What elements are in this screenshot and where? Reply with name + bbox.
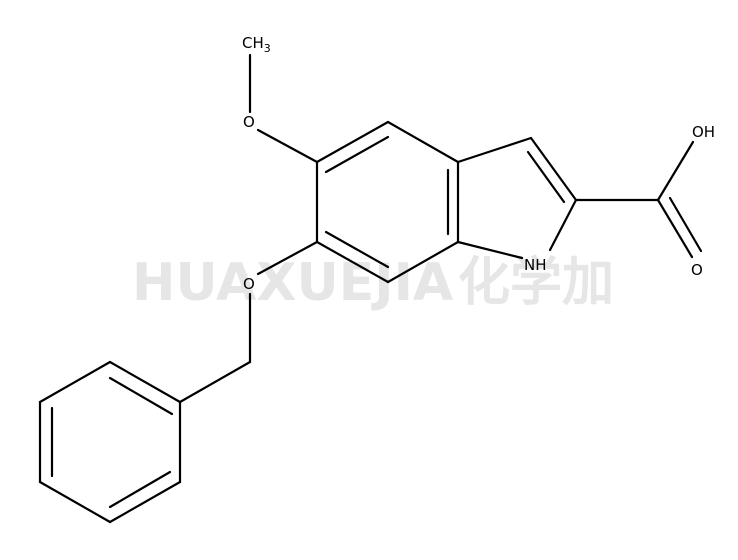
bond-ph-4 [38, 480, 112, 524]
bond-c7a-c7 [386, 240, 460, 284]
watermark-text: HUAXUEJIA [132, 253, 453, 313]
bonds [38, 53, 703, 524]
bond-n1-c7a [456, 240, 524, 260]
bond-ph-1-inner [108, 376, 174, 416]
bond-ph-1 [108, 360, 182, 404]
bond-ph-2 [38, 360, 112, 404]
watermark-chinese: 化学加 [458, 253, 614, 313]
bond-o-c5 [256, 128, 319, 164]
atom-labels: CH3 O O NH OH O [242, 34, 715, 293]
bond-c5-c4 [315, 120, 390, 164]
bond-c3a-c3 [456, 136, 533, 164]
bond-ph-5-inner [108, 470, 172, 509]
bond-ch2-phenyl [178, 360, 252, 404]
methyl-label: CH3 [242, 34, 271, 55]
bond-c4-c3a [386, 120, 460, 164]
bond-c7-c6-inner [324, 230, 390, 269]
hydroxyl-label: OH [692, 123, 715, 141]
bond-c2-n1 [548, 198, 578, 252]
bond-c3-c2-inner [526, 150, 566, 204]
bond-c-o-double-2 [668, 196, 703, 253]
methoxy-oxygen-label: O [243, 113, 255, 131]
bond-ph-5 [108, 480, 182, 524]
nh-label: NH [524, 256, 547, 274]
bond-c5-c4-inner [324, 135, 390, 174]
bond-c-o-double-1 [656, 198, 694, 259]
carbonyl-oxygen-label: O [691, 261, 703, 279]
bond-c3-c2 [529, 136, 578, 202]
bond-c6-o [256, 240, 319, 276]
watermark-registered-mark: ® [428, 260, 442, 276]
benzyloxy-oxygen-label: O [243, 275, 255, 293]
bond-c7-c6 [315, 240, 390, 284]
watermark: HUAXUEJIA ® 化学加 [132, 253, 614, 313]
bond-c-oh [656, 140, 695, 202]
